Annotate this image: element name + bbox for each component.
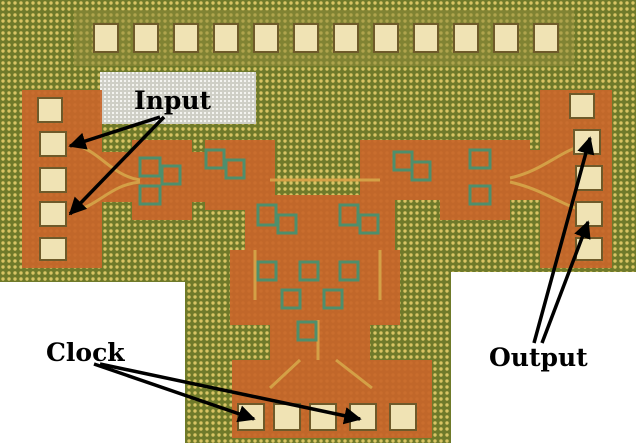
input-arrow-lower xyxy=(68,115,166,216)
output-label: Output xyxy=(489,343,588,372)
clock-arrow-right xyxy=(99,362,362,425)
input-label: Input xyxy=(134,86,212,115)
output-arrow-upper xyxy=(532,136,595,344)
top-bond-pads xyxy=(93,23,559,53)
clock-arrow-left xyxy=(93,362,256,423)
label-background xyxy=(100,72,256,124)
device-cells xyxy=(138,148,492,342)
clock-label: Clock xyxy=(46,338,125,367)
left-bond-pads xyxy=(37,97,67,261)
input-arrow-upper xyxy=(68,115,161,150)
annotation-arrows xyxy=(68,115,595,425)
bottom-bond-pads xyxy=(237,403,417,431)
output-arrow-lower xyxy=(540,220,591,344)
